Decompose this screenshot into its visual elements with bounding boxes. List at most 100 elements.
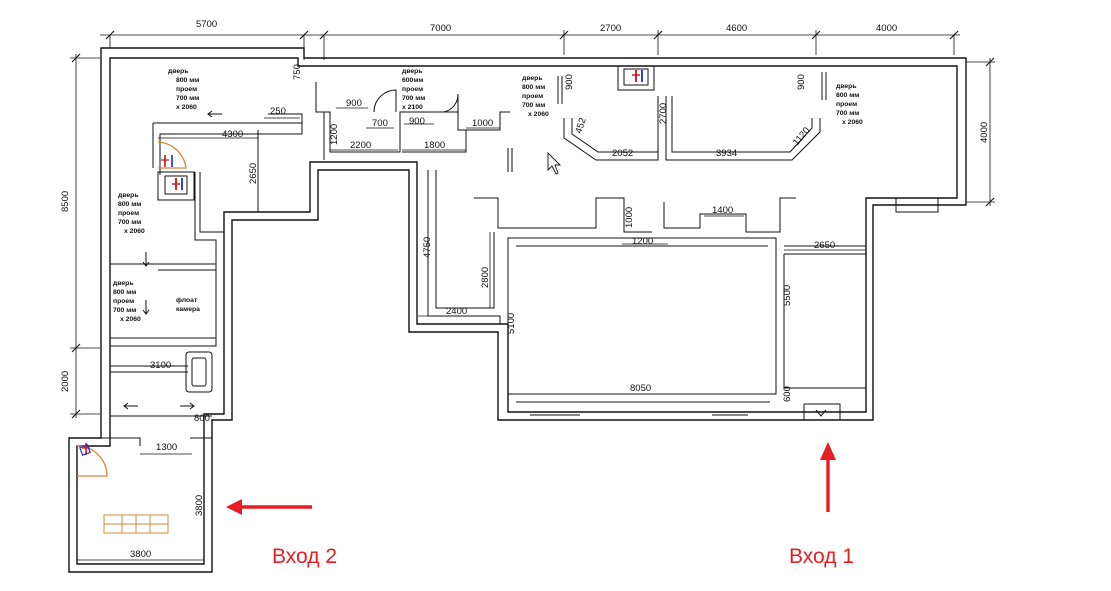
door-notes: дверь 800 мм проем 700 мм x 2060 дверь 6… bbox=[113, 68, 863, 323]
dim-8050: 8050 bbox=[630, 383, 651, 394]
dim-600: 600 bbox=[782, 386, 793, 402]
dim-2400: 2400 bbox=[446, 306, 467, 317]
svg-text:x 2060: x 2060 bbox=[842, 119, 863, 126]
svg-text:600мм: 600мм bbox=[402, 77, 423, 84]
svg-text:700 мм: 700 мм bbox=[118, 219, 141, 226]
dim-left-8500: 8500 bbox=[60, 191, 71, 212]
dim-top-4000: 4000 bbox=[876, 23, 897, 34]
mouse-cursor-icon bbox=[547, 151, 562, 175]
svg-text:проем: проем bbox=[836, 101, 857, 108]
dim-3100: 3100 bbox=[150, 360, 171, 371]
dim-900c: 900 bbox=[564, 74, 575, 90]
note-float-camera: флоат камера bbox=[176, 297, 200, 313]
dim-top-5700: 5700 bbox=[196, 19, 217, 30]
entry-1-label: Вход 1 bbox=[789, 545, 854, 568]
svg-text:дверь: дверь bbox=[522, 75, 543, 82]
dim-1300: 1300 bbox=[156, 442, 177, 453]
svg-text:800 мм: 800 мм bbox=[522, 84, 545, 91]
dim-1200: 1200 bbox=[329, 124, 340, 145]
svg-text:проем: проем bbox=[176, 86, 197, 93]
dim-5100: 5100 bbox=[506, 313, 517, 334]
interior-walls bbox=[77, 72, 939, 446]
entry-2-label: Вход 2 bbox=[272, 545, 337, 568]
dim-left-2000: 2000 bbox=[60, 371, 71, 392]
door-swings bbox=[373, 89, 513, 172]
dim-top-2700: 2700 bbox=[600, 23, 621, 34]
svg-text:проем: проем bbox=[118, 210, 139, 217]
entrance-arrows: Вход 2 Вход 1 bbox=[226, 442, 854, 568]
outer-walls bbox=[68, 47, 967, 573]
dim-top-4600: 4600 bbox=[726, 23, 747, 34]
svg-text:проем: проем bbox=[522, 93, 543, 100]
armchair-icon bbox=[185, 351, 213, 393]
dim-2700: 2700 bbox=[658, 103, 669, 124]
svg-text:x 2060: x 2060 bbox=[528, 111, 549, 118]
dim-2650b: 2650 bbox=[814, 240, 835, 251]
svg-text:700 мм: 700 мм bbox=[522, 102, 545, 109]
note-door-1: дверь 800 мм проем 700 мм x 2060 bbox=[168, 68, 199, 111]
svg-text:x 2060: x 2060 bbox=[124, 228, 145, 235]
svg-text:дверь: дверь bbox=[118, 192, 139, 199]
right-dimension-line: 4000 bbox=[966, 57, 995, 207]
note-door-5: дверь 800 мм проем 700 мм x 2060 bbox=[118, 192, 145, 235]
dim-700: 700 bbox=[372, 118, 388, 129]
note-door-4: дверь 800 мм проем 700 мм x 2060 bbox=[836, 83, 863, 126]
svg-text:700 мм: 700 мм bbox=[836, 110, 859, 117]
svg-text:700 мм: 700 мм bbox=[176, 95, 199, 102]
svg-text:дверь: дверь bbox=[113, 280, 134, 287]
dim-4300: 4300 bbox=[222, 129, 243, 140]
bench-icon bbox=[103, 514, 169, 534]
dim-900d: 900 bbox=[796, 74, 807, 90]
dim-900a: 900 bbox=[346, 98, 362, 109]
svg-text:700 мм: 700 мм bbox=[402, 95, 425, 102]
svg-text:дверь: дверь bbox=[836, 83, 857, 90]
inner-dimensions: 4300 250 750 900 700 900 1000 1200 2200 … bbox=[77, 64, 866, 561]
svg-text:x 2100: x 2100 bbox=[402, 104, 423, 111]
dim-452: 452 bbox=[573, 116, 588, 134]
dim-1200b: 1200 bbox=[632, 236, 653, 247]
note-door-2: дверь 600мм проем 700 мм x 2100 bbox=[402, 68, 425, 111]
note-door-3: дверь 800 мм проем 700 мм x 2060 bbox=[522, 75, 549, 118]
svg-text:800 мм: 800 мм bbox=[118, 201, 141, 208]
svg-text:дверь: дверь bbox=[402, 68, 423, 75]
dim-3934: 3934 bbox=[716, 148, 737, 159]
svg-text:проем: проем bbox=[402, 86, 423, 93]
dim-800: 800 bbox=[194, 413, 210, 424]
dim-250: 250 bbox=[270, 106, 286, 117]
dim-2052: 2052 bbox=[612, 148, 633, 159]
dim-top-7000: 7000 bbox=[430, 23, 451, 34]
dim-2650a: 2650 bbox=[248, 163, 259, 184]
top-dimension-line: 5700 7000 2700 4600 4000 bbox=[100, 19, 960, 60]
dim-750: 750 bbox=[292, 64, 303, 80]
pipe-red-icon bbox=[172, 178, 180, 190]
dim-5500: 5500 bbox=[782, 285, 793, 306]
dim-4750: 4750 bbox=[422, 237, 433, 258]
dim-3800v: 3800 bbox=[194, 495, 205, 516]
fixtures bbox=[76, 65, 655, 534]
shower-arc-icon bbox=[157, 141, 187, 169]
dim-1120: 1120 bbox=[791, 125, 813, 148]
dim-1000: 1000 bbox=[472, 118, 493, 129]
svg-text:800 мм: 800 мм bbox=[836, 92, 859, 99]
pipe-marks-icon-2 bbox=[79, 443, 91, 456]
dim-900b: 900 bbox=[409, 116, 425, 127]
dim-1800: 1800 bbox=[424, 140, 445, 151]
svg-text:800 мм: 800 мм bbox=[113, 289, 136, 296]
dim-1400: 1400 bbox=[712, 205, 733, 216]
dim-right-4000: 4000 bbox=[979, 122, 990, 143]
svg-text:800 мм: 800 мм bbox=[176, 77, 199, 84]
dim-3800h: 3800 bbox=[130, 549, 151, 560]
arrow-entry-2-icon bbox=[226, 499, 312, 515]
left-dimension-line: 8500 2000 bbox=[60, 53, 100, 419]
svg-text:700 мм: 700 мм bbox=[113, 307, 136, 314]
arrow-entry-1-icon bbox=[820, 442, 836, 512]
svg-text:x 2060: x 2060 bbox=[176, 104, 197, 111]
dim-1000b: 1000 bbox=[624, 207, 635, 228]
pipe-marks-icon bbox=[161, 155, 173, 167]
svg-text:проем: проем bbox=[113, 298, 134, 305]
svg-text:камера: камера bbox=[176, 306, 200, 313]
svg-text:флоат: флоат bbox=[176, 297, 198, 304]
dim-2200: 2200 bbox=[350, 140, 371, 151]
